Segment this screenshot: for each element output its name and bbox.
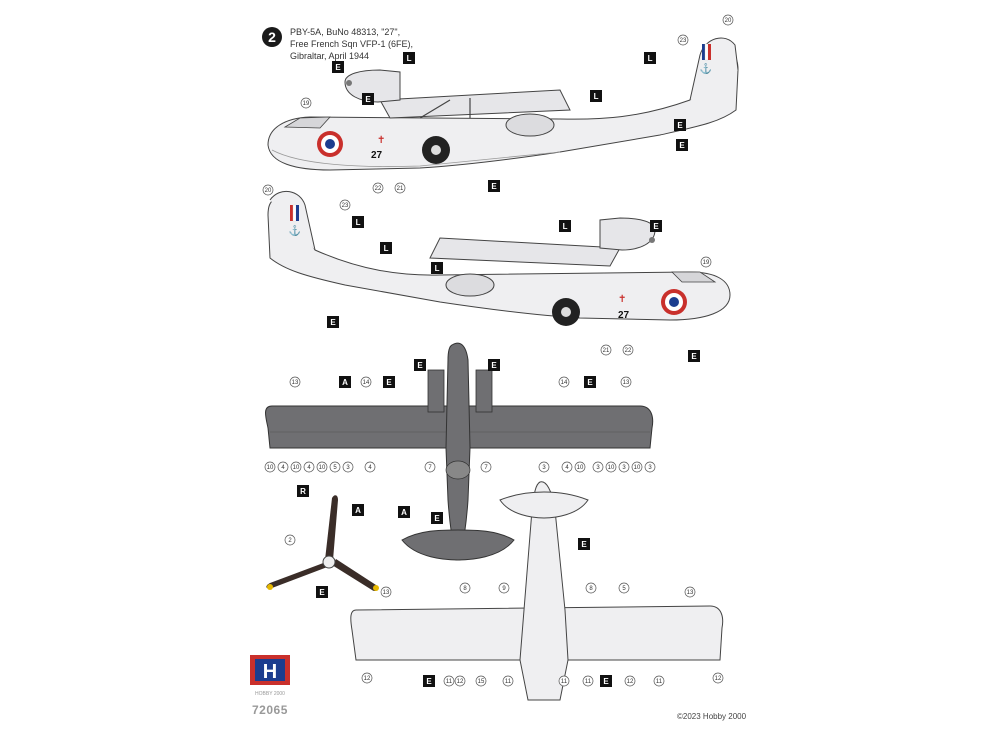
svg-text:7: 7 — [428, 465, 432, 471]
engine-top-right — [475, 369, 493, 413]
svg-text:12: 12 — [627, 679, 634, 685]
svg-text:19: 19 — [703, 260, 710, 266]
svg-text:2: 2 — [288, 538, 292, 544]
svg-text:21: 21 — [603, 348, 610, 354]
svg-text:20: 20 — [725, 18, 732, 24]
svg-text:10: 10 — [608, 465, 615, 471]
svg-text:3: 3 — [648, 465, 652, 471]
svg-text:11: 11 — [561, 679, 568, 685]
svg-text:14: 14 — [363, 380, 370, 386]
fin-flag-left: ⚓ — [700, 43, 712, 75]
fin-flag-right: ⚓ — [289, 204, 301, 237]
svg-text:⚓: ⚓ — [700, 62, 712, 75]
svg-text:15: 15 — [478, 679, 485, 685]
roundel-left — [317, 131, 343, 157]
scheme-badge: 2 — [262, 27, 282, 47]
svg-text:8: 8 — [463, 586, 467, 592]
svg-text:14: 14 — [561, 380, 568, 386]
scheme-caption: PBY-5A, BuNo 48313, "27", Free French Sq… — [290, 26, 413, 62]
right-side-view: ⚓ 27 ✝ 20 23 19 21 22 — [262, 184, 731, 362]
hull-left — [267, 53, 739, 171]
svg-text:3: 3 — [542, 465, 546, 471]
underside-view: 8 9 8 5 13 13 12 11 12 15 11 11 11 12 11… — [350, 481, 724, 701]
svg-text:11: 11 — [446, 679, 453, 685]
blister-left — [505, 113, 555, 137]
hull-top — [445, 342, 471, 561]
svg-text:✝: ✝ — [377, 135, 385, 146]
svg-text:7: 7 — [484, 465, 488, 471]
svg-text:9: 9 — [502, 586, 506, 592]
svg-text:23: 23 — [342, 203, 349, 209]
svg-text:10: 10 — [267, 465, 274, 471]
svg-text:✝: ✝ — [618, 294, 626, 305]
svg-text:4: 4 — [281, 465, 285, 471]
svg-text:22: 22 — [625, 348, 632, 354]
underside-callouts: 8 9 8 5 13 13 12 11 12 15 11 11 11 12 11… — [361, 582, 724, 687]
svg-text:13: 13 — [623, 380, 630, 386]
svg-text:8: 8 — [589, 586, 593, 592]
svg-text:10: 10 — [319, 465, 326, 471]
roundel-right — [661, 289, 687, 315]
copyright-text: ©2023 Hobby 2000 — [677, 712, 747, 721]
svg-text:10: 10 — [293, 465, 300, 471]
svg-text:3: 3 — [622, 465, 626, 471]
svg-text:4: 4 — [307, 465, 311, 471]
spinner — [322, 555, 336, 569]
svg-text:13: 13 — [687, 590, 694, 596]
svg-text:10: 10 — [577, 465, 584, 471]
svg-text:3: 3 — [346, 465, 350, 471]
caption-line-2: Free French Sqn VFP-1 (6FE), — [290, 39, 414, 49]
svg-text:4: 4 — [368, 465, 372, 471]
svg-text:11: 11 — [505, 679, 512, 685]
svg-text:13: 13 — [383, 590, 390, 596]
hull-right — [267, 198, 731, 321]
engine-nacelle-left — [344, 69, 401, 103]
svg-text:4: 4 — [565, 465, 569, 471]
blister-right — [445, 273, 495, 297]
svg-text:21: 21 — [397, 186, 404, 192]
svg-text:11: 11 — [656, 679, 663, 685]
svg-text:12: 12 — [715, 676, 722, 682]
svg-text:23: 23 — [680, 38, 687, 44]
top-view-callouts: 13 14 14 13 10 4 10 4 10 5 3 4 7 7 3 4 1… — [264, 376, 656, 473]
svg-text:⚓: ⚓ — [289, 224, 301, 237]
svg-text:5: 5 — [333, 465, 337, 471]
svg-text:H: H — [263, 661, 277, 683]
svg-text:22: 22 — [375, 186, 382, 192]
top-view: 13 14 14 13 10 4 10 4 10 5 3 4 7 7 3 4 1… — [264, 342, 656, 561]
svg-text:12: 12 — [457, 679, 464, 685]
svg-text:20: 20 — [265, 188, 272, 194]
svg-text:12: 12 — [364, 676, 371, 682]
fuselage-number-left: 27 — [371, 150, 383, 161]
hobby-2000-logo: H HOBBY 2000 — [250, 655, 290, 697]
caption-line-1: PBY-5A, BuNo 48313, "27", — [290, 27, 401, 37]
svg-text:19: 19 — [303, 101, 310, 107]
left-side-view: ⚓ 27 ✝ 19 22 — [267, 14, 739, 194]
svg-text:3: 3 — [596, 465, 600, 471]
caption-line-3: Gibraltar, April 1944 — [290, 51, 370, 61]
wing-pylon-left — [379, 89, 571, 119]
tailplane-underside — [499, 491, 589, 519]
fuselage-number-right: 27 — [618, 310, 630, 321]
hull-underside — [519, 481, 569, 701]
engine-top-left — [427, 369, 445, 413]
svg-text:11: 11 — [585, 679, 592, 685]
svg-text:HOBBY 2000: HOBBY 2000 — [255, 691, 285, 697]
tailplane-top — [401, 529, 515, 561]
engine-nacelle-right — [599, 217, 656, 251]
svg-text:10: 10 — [634, 465, 641, 471]
wing-pylon-right — [429, 237, 621, 267]
svg-text:13: 13 — [292, 380, 299, 386]
kit-code: 72065 — [252, 703, 288, 717]
svg-text:5: 5 — [622, 586, 626, 592]
propeller-view: 2 — [266, 485, 379, 598]
